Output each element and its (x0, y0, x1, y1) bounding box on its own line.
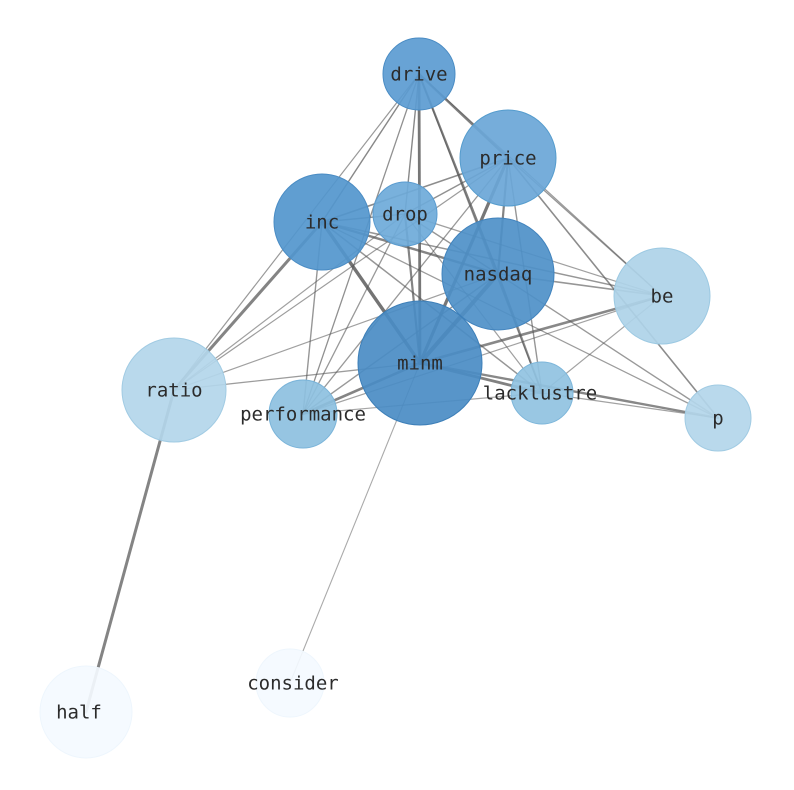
graph-edge (507, 157, 719, 419)
graph-node-p[interactable] (684, 384, 752, 452)
node-layer (39, 37, 752, 759)
graph-node-minm[interactable] (357, 300, 483, 426)
graph-node-be[interactable] (613, 247, 711, 345)
graph-node-price[interactable] (459, 109, 557, 207)
graph-node-half[interactable] (39, 665, 133, 759)
graph-node-inc[interactable] (273, 173, 371, 271)
graph-node-ratio[interactable] (121, 337, 227, 443)
graph-edge (302, 213, 406, 415)
graph-node-lacklustre[interactable] (510, 361, 574, 425)
graph-node-nasdaq[interactable] (441, 217, 555, 331)
graph-edge (173, 157, 509, 391)
graph-edge (84, 388, 176, 714)
graph-edge (173, 273, 499, 391)
graph-node-performance[interactable] (268, 379, 338, 449)
graph-node-drive[interactable] (382, 37, 456, 111)
graph-node-consider[interactable] (255, 648, 325, 718)
graph-edge (302, 295, 663, 415)
graph-node-drop[interactable] (372, 181, 438, 247)
